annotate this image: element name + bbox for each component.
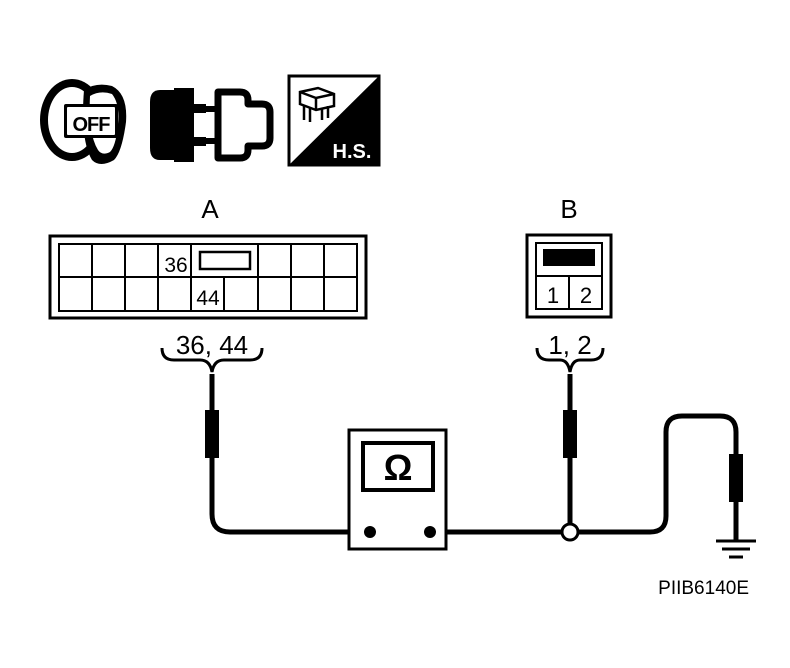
connector-b-terminal-callout: 1, 2: [548, 330, 591, 360]
harness-side-icon: H.S.: [287, 74, 381, 167]
connector-a-terminal-36: 36: [164, 254, 187, 277]
ground-symbol-icon: [716, 539, 756, 559]
figure-code: PIIB6140E: [658, 578, 749, 599]
connector-a-lock-tab: [198, 250, 252, 271]
connector-b-terminal-2: 2: [580, 283, 592, 308]
connector-b: 1 2: [525, 233, 613, 319]
connector-a-terminal-44: 44: [196, 287, 220, 310]
ohmmeter-icon: Ω: [347, 428, 448, 551]
harness-side-label: H.S.: [333, 141, 372, 163]
junction-node: [560, 522, 580, 542]
ground-probe-tip: [729, 454, 743, 502]
probe-b-tip: [563, 410, 577, 458]
connector-a-brace: [160, 347, 264, 373]
ohm-symbol: Ω: [384, 447, 413, 488]
connector-a-letter: A: [201, 194, 219, 224]
connector-a-terminal-callout: 36, 44: [176, 330, 248, 360]
probe-lead-a-wire: [209, 374, 368, 535]
connector-b-terminal-1: 1: [547, 283, 559, 308]
meter-terminal-right: [424, 526, 436, 538]
connector-b-brace: [535, 347, 605, 373]
probe-a-tip: [205, 410, 219, 458]
junction-to-ground-wire: [578, 413, 739, 540]
connector-a: 36 44: [48, 234, 368, 320]
connector-b-lock-tab: [543, 249, 595, 266]
disconnected-connector-icon: [150, 88, 274, 162]
ignition-key-off-icon: OFF: [40, 79, 127, 164]
connector-b-letter: B: [560, 194, 577, 224]
ignition-off-label: OFF: [73, 114, 111, 136]
meter-terminal-left: [364, 526, 376, 538]
